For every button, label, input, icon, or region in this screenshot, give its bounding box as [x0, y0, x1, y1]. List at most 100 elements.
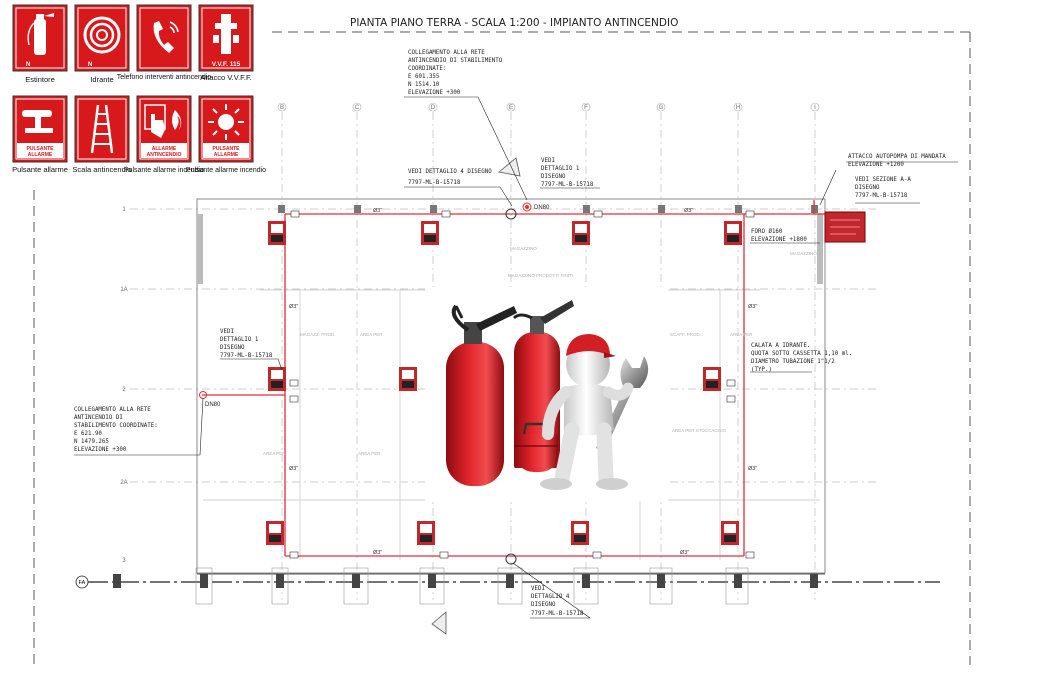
legend-telefono-label: Telefono interventi antincendio	[117, 74, 212, 81]
svg-text:N 1514.10: N 1514.10	[408, 82, 440, 88]
grid-col-g: G	[659, 105, 664, 111]
svg-text:MAGAZZ. PROD.: MAGAZZ. PROD.	[300, 332, 336, 337]
svg-text:ELEVAZIONE +300: ELEVAZIONE +300	[74, 447, 127, 453]
legend-attacco-sign: V.V.F. 115	[198, 4, 254, 72]
technician-figure-icon	[540, 334, 634, 490]
note-vedi-dettaglio-1-top: VEDI DETTAGLIO 1 DISEGNO 7797-ML-B-15718	[541, 158, 594, 188]
grid-row-1: 1	[122, 207, 126, 213]
svg-text:ELEVAZIONE +300: ELEVAZIONE +300	[408, 90, 461, 96]
hydrant-cabinet	[417, 521, 435, 545]
svg-text:AREA PER: AREA PER	[730, 332, 753, 337]
svg-text:VEDI SEZIONE A-A: VEDI SEZIONE A-A	[855, 177, 911, 183]
svg-text:Ø3": Ø3"	[748, 466, 757, 472]
detail-markers	[431, 157, 521, 635]
hydrant-cabinet	[571, 521, 589, 545]
note-vedi-sezione: VEDI SEZIONE A-A DISEGNO 7797-ML-B-15718	[855, 177, 911, 199]
svg-text:VEDI: VEDI	[531, 586, 545, 592]
note-vedi-dettaglio-4-bottom: VEDI DETTAGLIO 4 DISEGNO 7797-ML-B-15718	[531, 586, 584, 617]
svg-text:PULSANTE: PULSANTE	[213, 146, 241, 152]
grid-row-2: 2	[122, 387, 126, 393]
hydrant-cabinet	[268, 221, 286, 245]
svg-text:ANTINCENDIO DI STABILIMENTO: ANTINCENDIO DI STABILIMENTO	[408, 58, 503, 64]
svg-text:N 1479.265: N 1479.265	[74, 439, 109, 445]
svg-text:7797-ML-B-15718: 7797-ML-B-15718	[531, 611, 584, 617]
grid-row-labels: 1 1A 2 2A 3	[120, 207, 127, 564]
svg-text:ALLARME: ALLARME	[28, 152, 53, 158]
pipe-tags	[289, 210, 755, 559]
svg-text:STABILIMENTO COORDINATE:: STABILIMENTO COORDINATE:	[74, 423, 158, 429]
svg-text:ANTINCENDIO DI: ANTINCENDIO DI	[74, 415, 123, 421]
svg-text:AREA PER: AREA PER	[358, 451, 381, 456]
legend-pulsante-allarme2-sign: PULSANTE ALLARME	[198, 95, 254, 163]
svg-text:AREA PER: AREA PER	[263, 451, 286, 456]
note-attacco-autopompa: ATTACCO AUTOPOMPA DI MANDATA ELEVAZIONE …	[848, 154, 946, 168]
legend-idrante-label: Idrante	[90, 75, 113, 84]
extinguisher-front-icon	[446, 304, 517, 486]
svg-text:Ø3": Ø3"	[748, 304, 757, 310]
legend-pulsante-label: Pulsante allarme	[12, 165, 68, 174]
grid-col-d: D	[431, 105, 436, 111]
svg-text:DISEGNO: DISEGNO	[531, 602, 556, 608]
svg-text:Ø3": Ø3"	[373, 208, 382, 214]
room-labels: MAGAZZINO PRODOTTI FINITI MAGAZZINO MAGA…	[263, 246, 817, 456]
svg-text:7797-ML-B-15718: 7797-ML-B-15718	[541, 182, 594, 188]
svg-text:ALLARME: ALLARME	[214, 152, 239, 158]
hydrant-cabinet	[572, 221, 590, 245]
technician-illustration	[425, 287, 668, 501]
hydrant-cabinet	[268, 367, 286, 391]
svg-text:SCAFF. PROD.: SCAFF. PROD.	[670, 332, 701, 337]
grid-col-c: C	[355, 105, 360, 111]
svg-text:ALLARME: ALLARME	[152, 146, 177, 152]
grid-row-2a: 2A	[120, 480, 127, 486]
annotations: COLLEGAMENTO ALLA RETE ANTINCENDIO DI ST…	[74, 50, 946, 617]
legend-pulsante-incendio-label: Pulsante allarme incendio	[124, 167, 204, 174]
drawing-frame	[33, 31, 972, 665]
svg-text:MAGAZZINO: MAGAZZINO	[510, 246, 537, 251]
svg-text:ELEVAZIONE +1200: ELEVAZIONE +1200	[848, 162, 904, 168]
svg-text:DISEGNO: DISEGNO	[855, 185, 880, 191]
svg-text:AREA PER: AREA PER	[360, 332, 383, 337]
grid-col-f: F	[584, 105, 588, 111]
svg-text:PULSANTE: PULSANTE	[27, 146, 55, 152]
svg-text:MAGAZZINO: MAGAZZINO	[790, 251, 817, 256]
svg-text:E 621.90: E 621.90	[74, 431, 102, 437]
grid-row-3: 3	[122, 558, 126, 564]
pipe-size-labels: Ø3" Ø3" Ø3" Ø3" Ø3" Ø3" Ø3" Ø3"	[289, 208, 757, 556]
svg-text:COLLEGAMENTO ALLA RETE: COLLEGAMENTO ALLA RETE	[408, 50, 485, 56]
svg-text:COORDINATE:: COORDINATE:	[408, 66, 446, 72]
svg-text:DIAMETRO TUBAZIONE 1"1/2: DIAMETRO TUBAZIONE 1"1/2	[751, 359, 835, 365]
svg-text:AREA PER STOCCAGGIO: AREA PER STOCCAGGIO	[672, 428, 727, 433]
legend-scala-sign	[74, 95, 130, 163]
legend-telefono-sign	[136, 4, 192, 72]
hydrant-cabinet	[399, 367, 417, 391]
hydrant-cabinet	[721, 521, 739, 545]
legend-pulsante-allarme2-label: Pulsante allarme incendio	[186, 167, 266, 174]
connection-points	[199, 202, 532, 565]
svg-text:DISEGNO: DISEGNO	[541, 174, 566, 180]
grid-row-1a: 1A	[120, 287, 127, 293]
svg-text:CALATA A IDRANTE.: CALATA A IDRANTE.	[751, 343, 810, 349]
svg-text:DN80: DN80	[534, 205, 550, 211]
legend-pulsante-sign: PULSANTE ALLARME	[12, 95, 68, 163]
svg-text:Ø3": Ø3"	[289, 304, 298, 310]
fa-label: FA	[79, 580, 86, 586]
legend-estintore-sign: N	[12, 4, 68, 72]
grid-col-b: B	[280, 105, 284, 111]
grid-rows	[130, 208, 880, 483]
legend: N Estintore N Idrante Telefono intervent…	[12, 4, 266, 174]
grid-col-e: E	[509, 105, 513, 111]
hydrant-cabinet	[703, 367, 721, 391]
hydrant-cabinet	[266, 521, 284, 545]
note-collegamento-left: COLLEGAMENTO ALLA RETE ANTINCENDIO DI ST…	[74, 407, 158, 453]
svg-text:Ø3": Ø3"	[373, 550, 382, 556]
legend-attacco-label: Attacco V.V.F.F.	[200, 73, 252, 82]
drawing-title: PIANTA PIANO TERRA - SCALA 1:200 - IMPIA…	[350, 17, 678, 29]
grid-col-h: H	[736, 105, 740, 111]
note-calata: CALATA A IDRANTE. QUOTA SOTTO CASSETTA 1…	[751, 343, 852, 373]
svg-text:COLLEGAMENTO ALLA RETE: COLLEGAMENTO ALLA RETE	[74, 407, 151, 413]
svg-text:ATTACCO AUTOPOMPA DI MANDATA: ATTACCO AUTOPOMPA DI MANDATA	[848, 154, 946, 160]
svg-text:N: N	[88, 62, 92, 68]
svg-text:DETTAGLIO 4: DETTAGLIO 4	[531, 594, 570, 600]
foundation-row: FA	[75, 567, 940, 605]
